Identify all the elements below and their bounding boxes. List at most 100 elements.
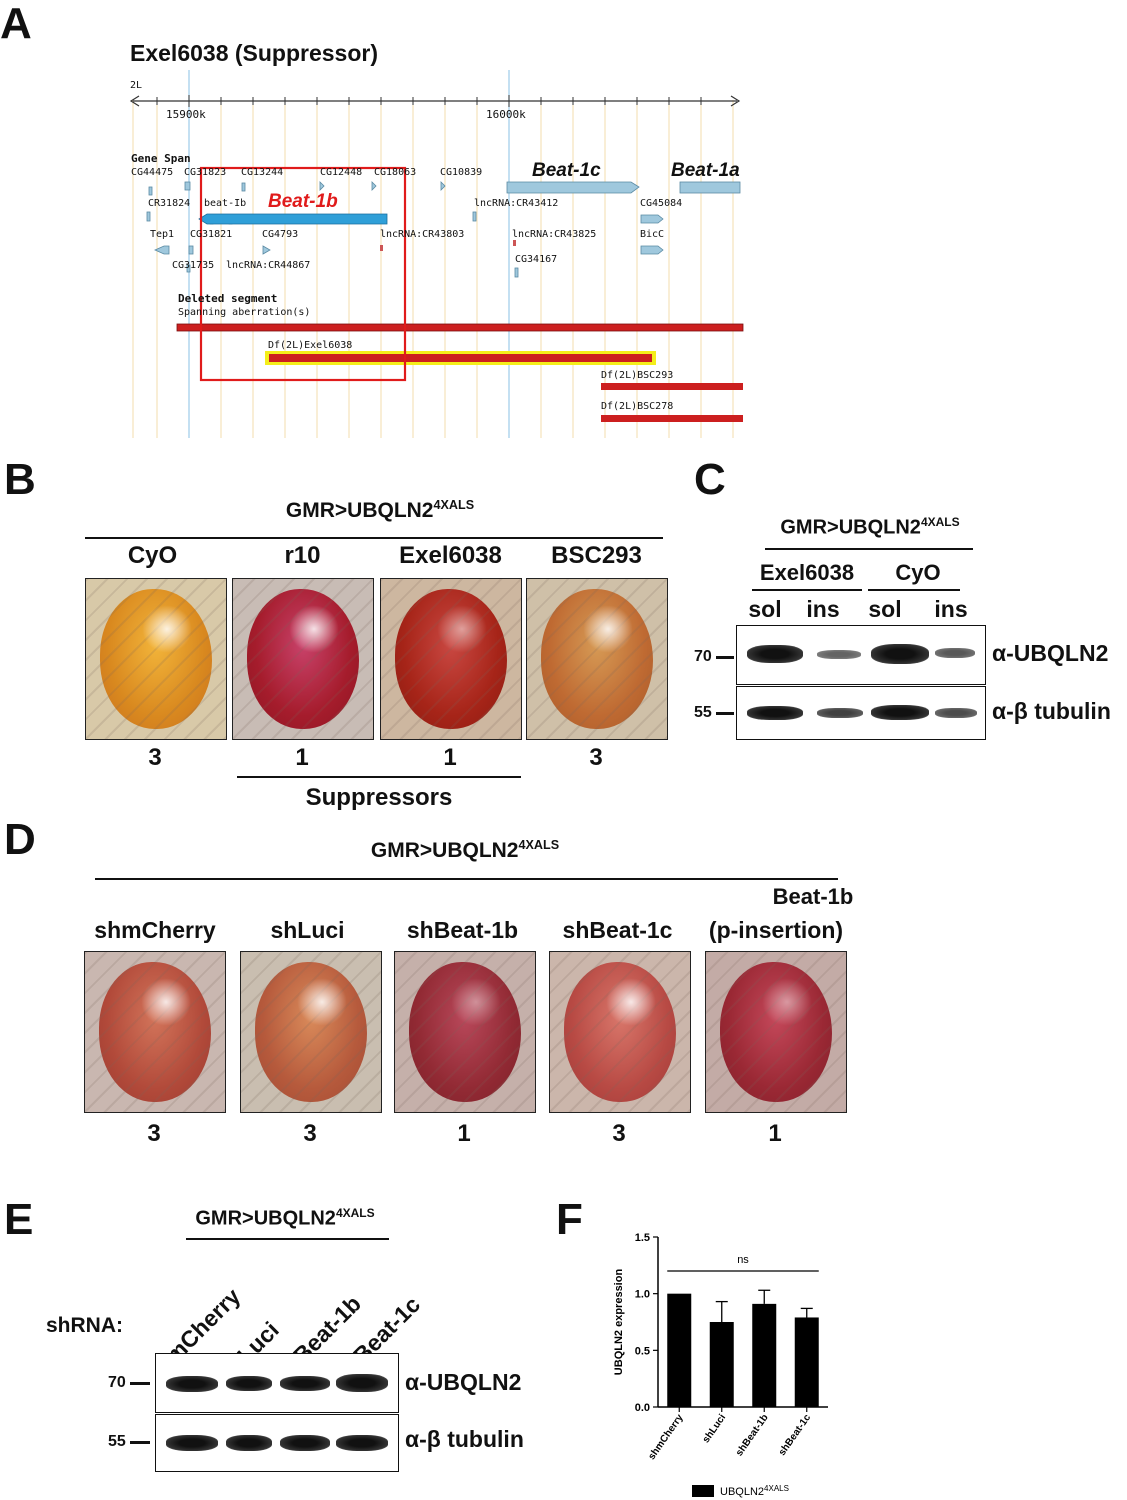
panel-e-genotype: GMR>UBQLN24XALS <box>195 1206 375 1230</box>
panel-d-rule <box>95 878 838 880</box>
eye-image-beat-1b-p-insertion <box>705 951 847 1113</box>
eye-label: shmCherry <box>94 917 216 943</box>
x-tick-label: shLuci <box>701 1412 729 1445</box>
fraction-label: ins <box>934 596 968 622</box>
antibody-label: α-β tubulin <box>405 1426 524 1452</box>
bar <box>752 1303 777 1407</box>
bar <box>794 1317 819 1407</box>
eye-score: 3 <box>589 744 603 771</box>
gene-label: CG12448 <box>320 167 363 178</box>
eye-label: BSC293 <box>551 542 642 569</box>
eye-score: 1 <box>768 1120 782 1147</box>
mw-tick <box>716 712 734 715</box>
gene-label: CG31823 <box>184 167 227 178</box>
panel-label-b: B <box>4 455 36 504</box>
mw-marker-70: 70 <box>694 648 712 665</box>
western-blot-tubulin-shrna <box>155 1414 399 1472</box>
mw-tick <box>130 1441 150 1444</box>
panel-a-title: Exel6038 (Suppressor) <box>130 40 379 66</box>
gene-label: CG4793 <box>262 229 299 240</box>
ruler-tick-16000k: 16000k <box>486 108 526 121</box>
eye-image-shbeat-1c <box>549 951 691 1113</box>
spanning-aberration-label: Spanning aberration(s) <box>178 307 311 318</box>
group-label: CyO <box>895 560 941 585</box>
gene-label: CG44475 <box>131 167 174 178</box>
panel-label-c: C <box>694 455 726 504</box>
y-tick-label: 1.0 <box>635 1289 650 1301</box>
bar <box>709 1322 734 1407</box>
panel-label-d: D <box>4 815 36 864</box>
eye-image-shluci <box>240 951 382 1113</box>
mw-marker-70: 70 <box>108 1374 126 1391</box>
significance-label: ns <box>737 1254 749 1266</box>
mw-marker-55: 55 <box>108 1433 126 1450</box>
shrna-label: shRNA: <box>46 1314 123 1337</box>
eye-label: (p-insertion) <box>708 917 844 943</box>
x-tick-label: shBeat-1c <box>777 1412 814 1458</box>
x-tick-label: shmCherry <box>646 1412 686 1462</box>
gene-span-label: Gene Span <box>131 152 191 165</box>
mw-tick <box>130 1382 150 1385</box>
fraction-label: ins <box>806 596 840 622</box>
panel-label-e: E <box>4 1195 34 1244</box>
panel-c-genotype: GMR>UBQLN24XALS <box>780 515 960 539</box>
gene-label: lncRNA:CR43803 <box>380 229 465 240</box>
chrom-label: 2L <box>130 80 143 91</box>
eye-label: shLuci <box>270 917 345 943</box>
group-rule <box>868 589 960 591</box>
eye-label: shBeat-1c <box>562 917 673 943</box>
gene-label: CG45084 <box>640 198 683 209</box>
gene-label-beat-1a: Beat-1a <box>671 160 740 181</box>
eye-score: 3 <box>148 744 162 771</box>
western-blot-tubulin <box>736 686 986 740</box>
panel-d-genotype: GMR>UBQLN24XALS <box>370 838 560 862</box>
mw-marker-55: 55 <box>694 704 712 721</box>
gene-label: CG10839 <box>440 167 483 178</box>
western-blot-ubqln2 <box>736 625 986 685</box>
ruler-tick-15900k: 15900k <box>166 108 206 121</box>
legend-swatch <box>692 1485 714 1497</box>
gene-label: lncRNA:CR43825 <box>512 229 597 240</box>
western-blot-ubqln2-shrna <box>155 1353 399 1413</box>
df-exel6038-label: Df(2L)Exel6038 <box>268 340 353 351</box>
gene-label: CG31735 <box>172 260 215 271</box>
eye-score: 1 <box>443 744 457 771</box>
eye-image-cyo <box>85 578 227 740</box>
panel-c-rule <box>765 548 973 550</box>
eye-score: 3 <box>303 1120 317 1147</box>
gene-label: CG18063 <box>374 167 417 178</box>
fraction-label: sol <box>868 596 902 622</box>
gene-label-beat-1c: Beat-1c <box>532 160 601 181</box>
suppressors-rule <box>237 776 521 778</box>
group-rule <box>752 589 862 591</box>
eye-score: 1 <box>295 744 309 771</box>
eye-image-exel6038 <box>380 578 522 740</box>
eye-score: 3 <box>612 1120 626 1147</box>
gene-label: CG13244 <box>241 167 284 178</box>
gene-label: BicC <box>640 229 665 240</box>
gene-label-beat-1b: Beat-1b <box>268 191 338 212</box>
y-axis-label: UBQLN2 expression <box>613 1269 625 1376</box>
bar <box>667 1293 692 1407</box>
y-tick-label: 0.5 <box>635 1345 650 1357</box>
eye-score: 1 <box>457 1120 471 1147</box>
gene-label: CG31821 <box>190 229 233 240</box>
x-tick-label: shBeat-1b <box>734 1412 771 1458</box>
panel-label-f: F <box>556 1195 583 1244</box>
suppressors-label: Suppressors <box>305 784 453 811</box>
gene-label: lncRNA:CR44867 <box>226 260 311 271</box>
eye-label: r10 <box>284 542 321 569</box>
antibody-label: α-β tubulin <box>992 698 1111 724</box>
deleted-segment-label: Deleted segment <box>178 292 278 305</box>
antibody-label: α-UBQLN2 <box>405 1369 522 1395</box>
genome-browser-track <box>129 70 744 438</box>
mw-tick <box>716 656 734 659</box>
gene-label: lncRNA:CR43412 <box>474 198 559 209</box>
eye-label: Exel6038 <box>399 542 502 569</box>
panel-e-rule <box>186 1238 389 1240</box>
panel-label-a: A <box>0 0 32 48</box>
eye-score: 3 <box>147 1120 161 1147</box>
df-bsc278-label: Df(2L)BSC278 <box>601 401 674 412</box>
gene-label: CR31824 <box>148 198 191 209</box>
